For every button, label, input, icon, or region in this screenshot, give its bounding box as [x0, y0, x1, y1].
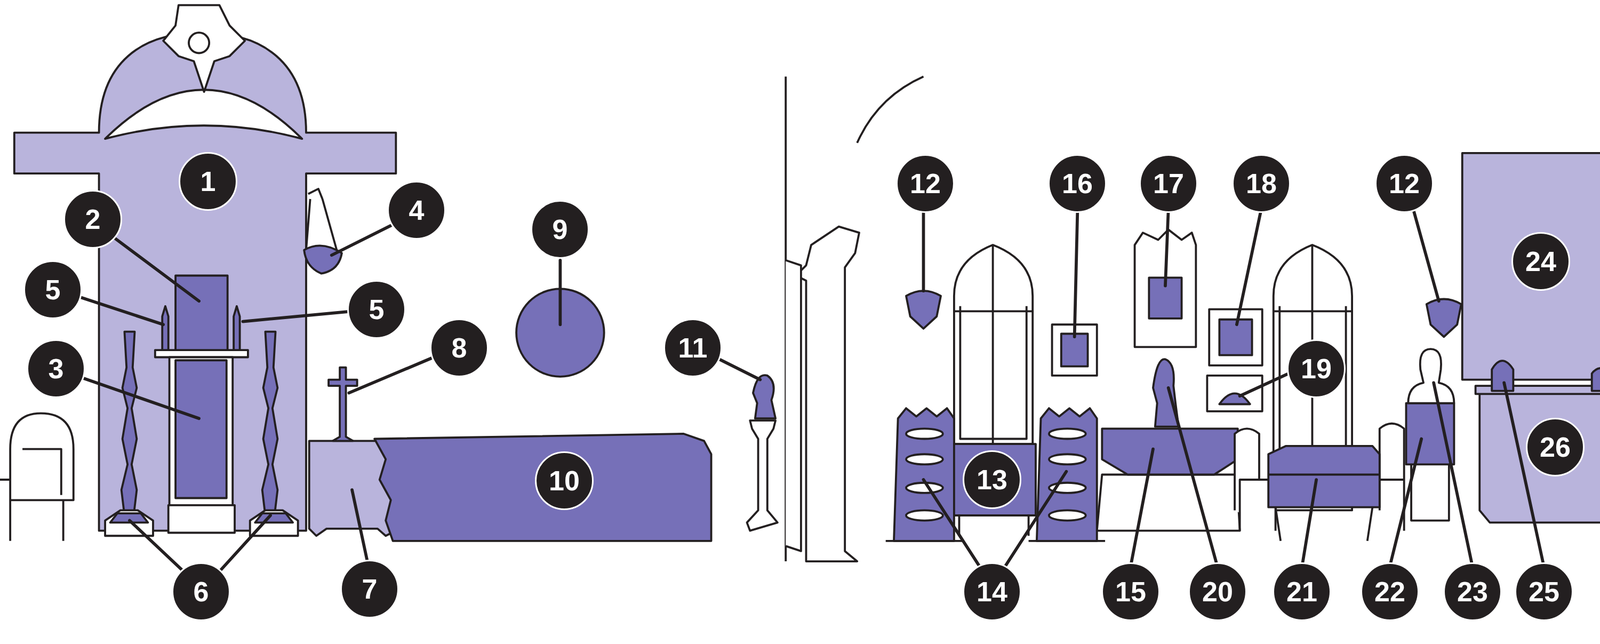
callout-number: 21	[1272, 562, 1332, 621]
callout-number: 24	[1511, 232, 1571, 291]
callout-number: 1	[178, 152, 238, 211]
callout-number: 16	[1048, 154, 1107, 213]
callout-number: 22	[1360, 562, 1420, 621]
callout-number: 6	[171, 562, 231, 621]
callout-number: 17	[1139, 154, 1198, 213]
callout-number: 23	[1443, 562, 1502, 621]
callout-number: 12	[1374, 154, 1434, 213]
callout-number: 9	[530, 200, 590, 259]
callout-number: 3	[26, 339, 86, 398]
callout-number: 5	[347, 280, 406, 339]
callout-number: 19	[1286, 339, 1346, 398]
callout-number: 10	[534, 451, 594, 510]
callout-number: 2	[63, 189, 123, 249]
callout-number: 20	[1188, 562, 1247, 621]
callout-number: 15	[1101, 562, 1160, 621]
callout-number: 11	[663, 318, 723, 378]
callout-number: 18	[1232, 154, 1291, 213]
callout-number: 12	[896, 154, 955, 213]
callout-number: 7	[340, 559, 399, 619]
callout-number: 5	[23, 260, 83, 319]
callout-number: 4	[387, 180, 446, 240]
callout-number: 25	[1514, 562, 1574, 621]
callout-number: 13	[962, 450, 1022, 509]
callout-number: 26	[1525, 417, 1585, 477]
callout-number: 8	[429, 318, 489, 378]
callout-number: 14	[962, 562, 1022, 621]
